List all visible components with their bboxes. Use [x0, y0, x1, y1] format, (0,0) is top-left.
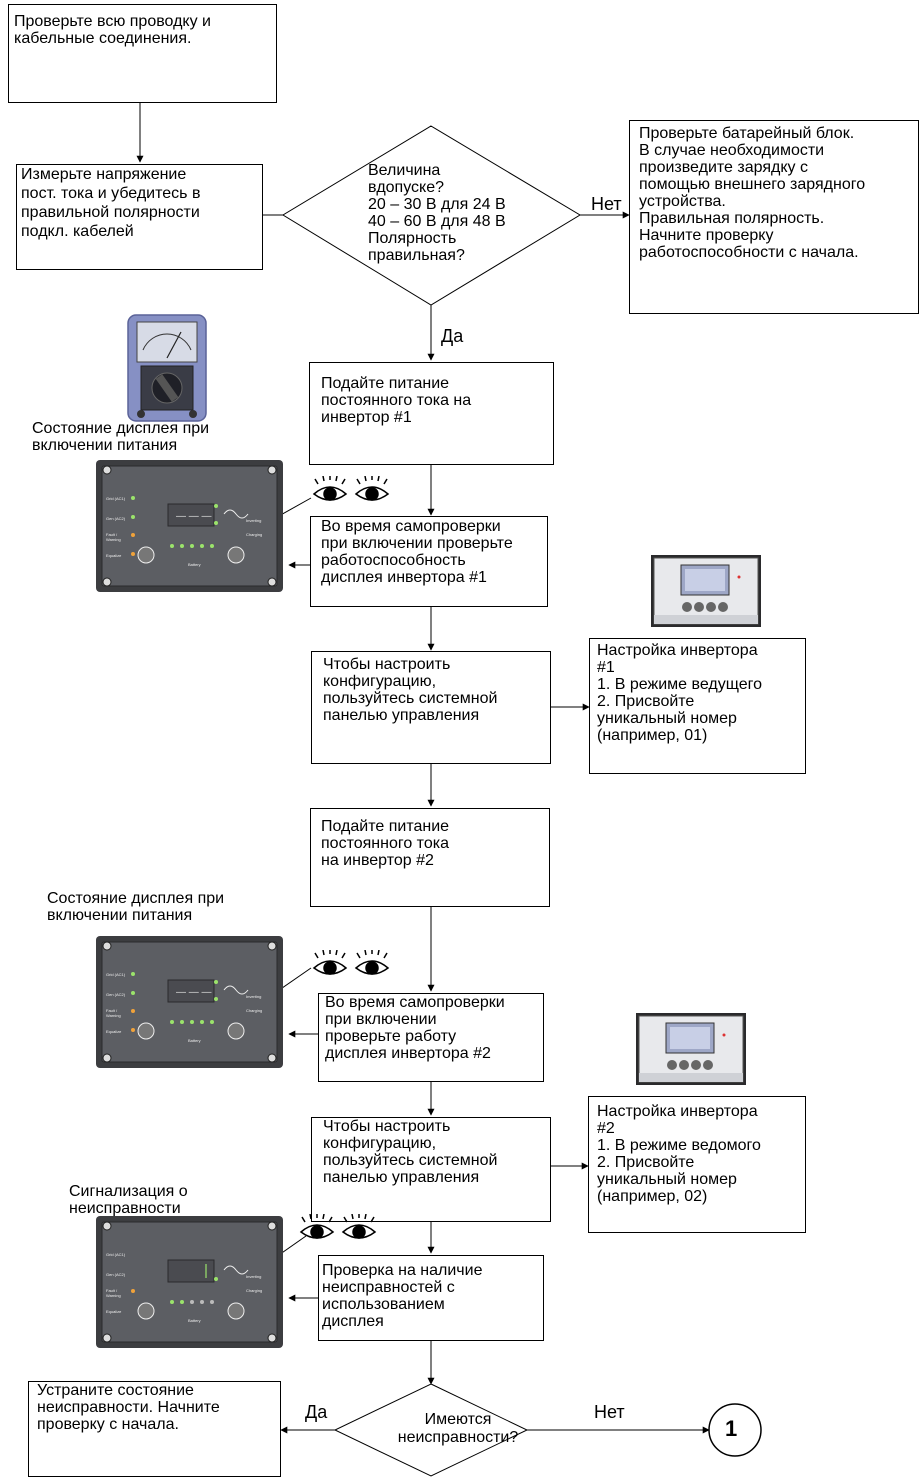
step-config-inv2-box — [311, 1117, 551, 1222]
step-measure-voltage-text: Измерьте напряжение пост. тока и убедите… — [21, 166, 201, 240]
decision-voltage-text: Величина вдопуске? 20 – 30 В для 24 В 40… — [368, 162, 506, 264]
step-fix-fault-box — [28, 1381, 281, 1477]
svg-text:Warning: Warning — [106, 1293, 121, 1298]
step-check-wiring-box — [8, 4, 277, 103]
step-check-battery-box — [629, 120, 919, 314]
step-power-inv2-text: Подайте питание постоянного тока на инве… — [321, 818, 450, 869]
svg-text:Charging: Charging — [246, 1008, 262, 1013]
step-selftest-inv1-text: Во время самопроверки при включении пров… — [321, 518, 513, 586]
caption-display-state-1: Состояние дисплея при включении питания — [32, 420, 210, 454]
svg-text:Warning: Warning — [106, 1013, 121, 1018]
svg-text:Battery: Battery — [188, 1318, 201, 1323]
step-power-inv2-box — [310, 808, 550, 907]
eyes-icon-2 — [312, 950, 390, 975]
multimeter-illustration — [127, 314, 207, 422]
inverter-panel-1: — — — Grid (AC1) Gen (AC2) Fault / Warni… — [96, 460, 283, 592]
system-control-panel-1 — [651, 555, 761, 627]
step-selftest-inv2-text: Во время самопроверки при включении пров… — [325, 994, 505, 1062]
svg-text:— — —: — — — — [176, 511, 212, 522]
svg-text:Battery: Battery — [188, 562, 201, 567]
svg-text:Inverting: Inverting — [246, 518, 261, 523]
step-check-wiring-text: Проверьте всю проводку и кабельные соеди… — [14, 13, 211, 47]
step-setup-inv1-text: Настройка инвертора #1 1. В режиме ведущ… — [597, 642, 762, 744]
svg-text:Fault /: Fault / — [106, 532, 118, 537]
label-no-2: Нет — [594, 1402, 625, 1422]
step-selftest-inv2-box — [318, 993, 544, 1082]
eyes-icon-1 — [312, 476, 390, 501]
caption-fault-signal: Сигнализация о неисправности — [69, 1183, 188, 1217]
step-setup-inv2-box — [588, 1096, 806, 1233]
svg-text:— — —: — — — — [176, 987, 212, 998]
svg-text:Fault /: Fault / — [106, 1008, 118, 1013]
step-power-inv1-text: Подайте питание постоянного тока на инве… — [321, 375, 472, 426]
step-fault-check-box — [318, 1255, 544, 1341]
svg-text:Warning: Warning — [106, 537, 121, 542]
svg-text:Fault /: Fault / — [106, 1288, 118, 1293]
inverter-panel-2: — — — Grid (AC1) Gen (AC2) Fault / Warni… — [96, 936, 283, 1068]
label-yes-1: Да — [441, 326, 464, 346]
svg-text:Grid (AC1): Grid (AC1) — [106, 496, 126, 501]
eyes-icon-3 — [299, 1214, 377, 1239]
system-control-panel-2 — [636, 1013, 746, 1085]
svg-text:Inverting: Inverting — [246, 1274, 261, 1279]
step-measure-voltage-box — [16, 164, 263, 270]
step-config-inv1-text: Чтобы настроить конфигурацию, пользуйтес… — [323, 656, 498, 724]
step-setup-inv2-text: Настройка инвертора #2 1. В режиме ведом… — [597, 1103, 761, 1205]
caption-display-state-2: Состояние дисплея при включении питания — [47, 890, 225, 924]
step-selftest-inv1-box — [310, 516, 548, 607]
step-fix-fault-text: Устраните состояние неисправности. Начни… — [37, 1382, 220, 1433]
svg-text:Gen (AC2): Gen (AC2) — [106, 516, 126, 521]
step-power-inv1-box — [309, 362, 554, 465]
inverter-panel-fault: Grid (AC1) Gen (AC2) Fault / Warning Equ… — [96, 1216, 283, 1348]
svg-text:Equalize: Equalize — [106, 1309, 122, 1314]
step-setup-inv1-box — [589, 638, 806, 774]
svg-text:Equalize: Equalize — [106, 1029, 122, 1034]
connector-circle — [708, 1403, 762, 1457]
label-no-1: Нет — [591, 194, 622, 214]
svg-text:Gen (AC2): Gen (AC2) — [106, 992, 126, 997]
connector-number: 1 — [725, 1416, 738, 1441]
label-yes-2: Да — [305, 1402, 328, 1422]
svg-text:Gen (AC2): Gen (AC2) — [106, 1272, 126, 1277]
svg-text:Charging: Charging — [246, 1288, 262, 1293]
svg-text:Charging: Charging — [246, 532, 262, 537]
svg-text:Battery: Battery — [188, 1038, 201, 1043]
svg-text:Inverting: Inverting — [246, 994, 261, 999]
decision-faults-text: Имеются неисправности? — [397, 1411, 519, 1446]
svg-text:Grid (AC1): Grid (AC1) — [106, 972, 126, 977]
svg-text:Grid (AC1): Grid (AC1) — [106, 1252, 126, 1257]
step-fault-check-text: Проверка на наличие неисправностей с исп… — [322, 1262, 483, 1330]
step-config-inv2-text: Чтобы настроить конфигурацию, пользуйтес… — [323, 1118, 498, 1186]
decision-faults-diamond — [333, 1383, 529, 1477]
step-check-battery-text: Проверьте батарейный блок. В случае необ… — [639, 125, 866, 261]
svg-text:Equalize: Equalize — [106, 553, 122, 558]
step-config-inv1-box — [311, 651, 551, 764]
